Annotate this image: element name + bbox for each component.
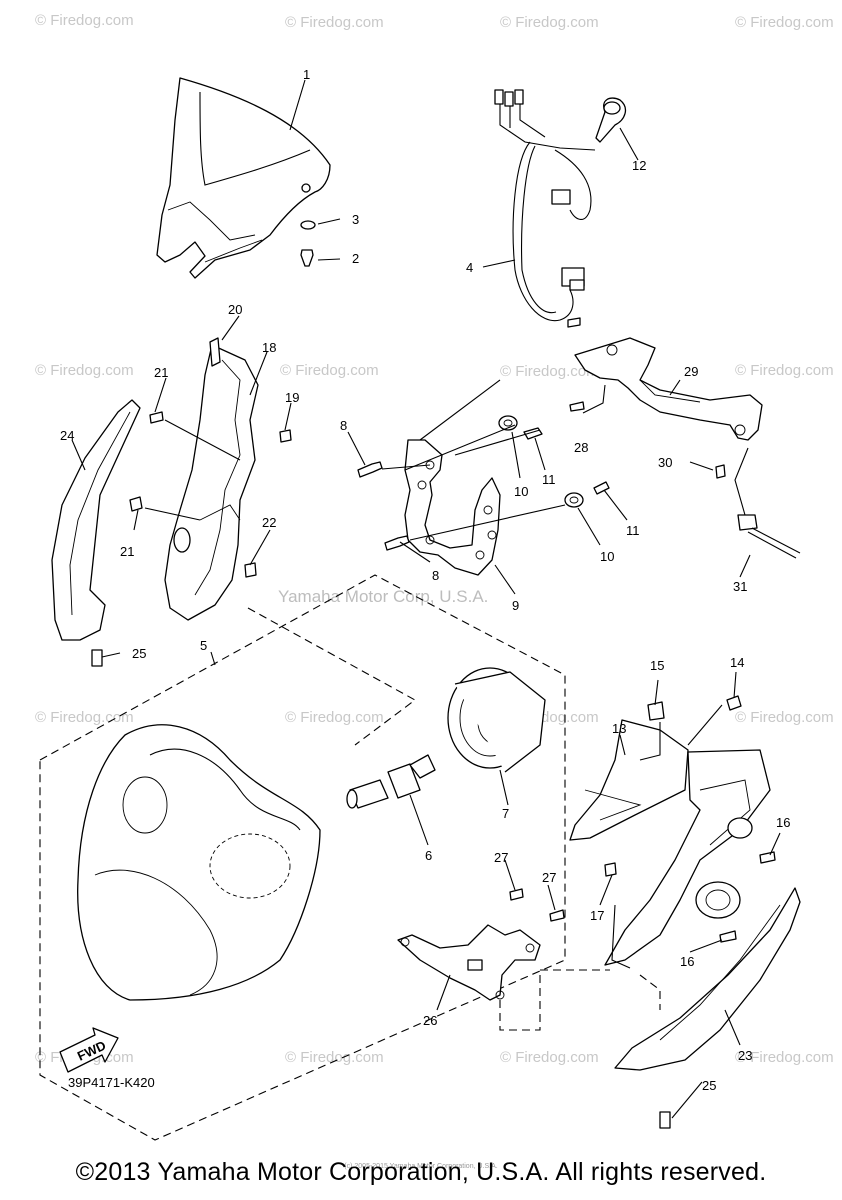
washer-part [300,220,316,267]
watermark: © Firedog.com [285,1049,384,1066]
callout-label: 5 [200,638,207,653]
watermark: © Firedog.com [35,709,134,726]
callout-label: 23 [738,1048,752,1063]
upper-cover-right-part [569,719,689,841]
callout-label: 30 [658,455,672,470]
callout-label: 29 [684,364,698,379]
watermark: © Firedog.com [735,1049,834,1066]
callout-label: 31 [733,579,747,594]
callout-label: 25 [702,1078,716,1093]
copyright-text: ©2013 Yamaha Motor Corporation, U.S.A. A… [75,1158,767,1186]
callout-label: 24 [60,428,74,443]
callout-label: 27 [542,870,556,885]
headlight-housing-part [77,724,321,1001]
screw-part [91,411,671,1129]
watermark: © Firedog.com [285,709,384,726]
watermark: © Firedog.com [500,363,599,380]
windscreen-part [156,77,331,279]
diagram-code: 39P4171-K420 [68,1075,155,1090]
callout-label: 16 [776,815,790,830]
watermarks: © Firedog.com © Firedog.com © Firedog.co… [35,12,834,1066]
bolt-part [357,317,726,551]
callout-label: 21 [154,365,168,380]
watermark: © Firedog.com [500,14,599,31]
watermark: © Firedog.com [735,362,834,379]
watermark: © Firedog.com [285,14,384,31]
callout-label: 22 [262,515,276,530]
callout-label: 28 [574,440,588,455]
callout-label: 9 [512,598,519,613]
callout-label: 11 [542,472,556,487]
side-cover-right-part [604,749,771,966]
leader-lines [71,79,781,1119]
callout-label: 16 [680,954,694,969]
callout-label: 18 [262,340,276,355]
callout-label: 19 [285,390,299,405]
callout-label: 10 [600,549,614,564]
grommet-part [498,415,584,508]
watermark: © Firedog.com [500,1049,599,1066]
callout-label: 25 [132,646,146,661]
callout-label: 7 [502,806,509,821]
watermark: © Firedog.com [35,12,134,29]
callout-label: 15 [650,658,664,673]
callout-label: 27 [494,850,508,865]
wire-harness-part [494,89,596,322]
callout-label: 1 [303,67,310,82]
lower-cover-right-part [614,887,801,1071]
watermark: © Firedog.com [735,14,834,31]
clamp-part [595,97,627,143]
callout-label: 11 [626,523,640,538]
side-cover-left-part [51,399,141,641]
callout-label: 17 [590,908,604,923]
callout-label: 3 [352,212,359,227]
callout-label: 20 [228,302,242,317]
clip-part [209,337,292,578]
nut-part [509,695,776,943]
fine-print: (c) 2005-2015 Yamaha Motor Corporation, … [344,1163,498,1170]
band-part [737,514,801,559]
bulb-part [346,754,436,809]
callout-label: 21 [120,544,134,559]
bracket-part [397,924,541,1001]
callout-label: 4 [466,260,473,275]
callout-label: 6 [425,848,432,863]
stay-bracket-part [574,337,763,441]
callout-label: 10 [514,484,528,499]
callout-label: 13 [612,721,626,736]
callout-label: 14 [730,655,744,670]
watermark: © Firedog.com [280,362,379,379]
callout-label: 26 [423,1013,437,1028]
center-watermark: Yamaha Motor Corp, U.S.A. [278,587,488,606]
watermark: © Firedog.com [35,362,134,379]
callout-label: 8 [432,568,439,583]
watermark: © Firedog.com [735,709,834,726]
callout-label: 8 [340,418,347,433]
inner-panel-part [164,344,259,621]
callout-label: 12 [632,158,646,173]
cover-part [447,667,546,773]
callout-label: 2 [352,251,359,266]
headlight-assembly-outline [39,574,566,1141]
callout-labels: 1 2 3 4 5 6 7 8 8 9 10 10 11 11 12 13 14… [60,67,790,1093]
